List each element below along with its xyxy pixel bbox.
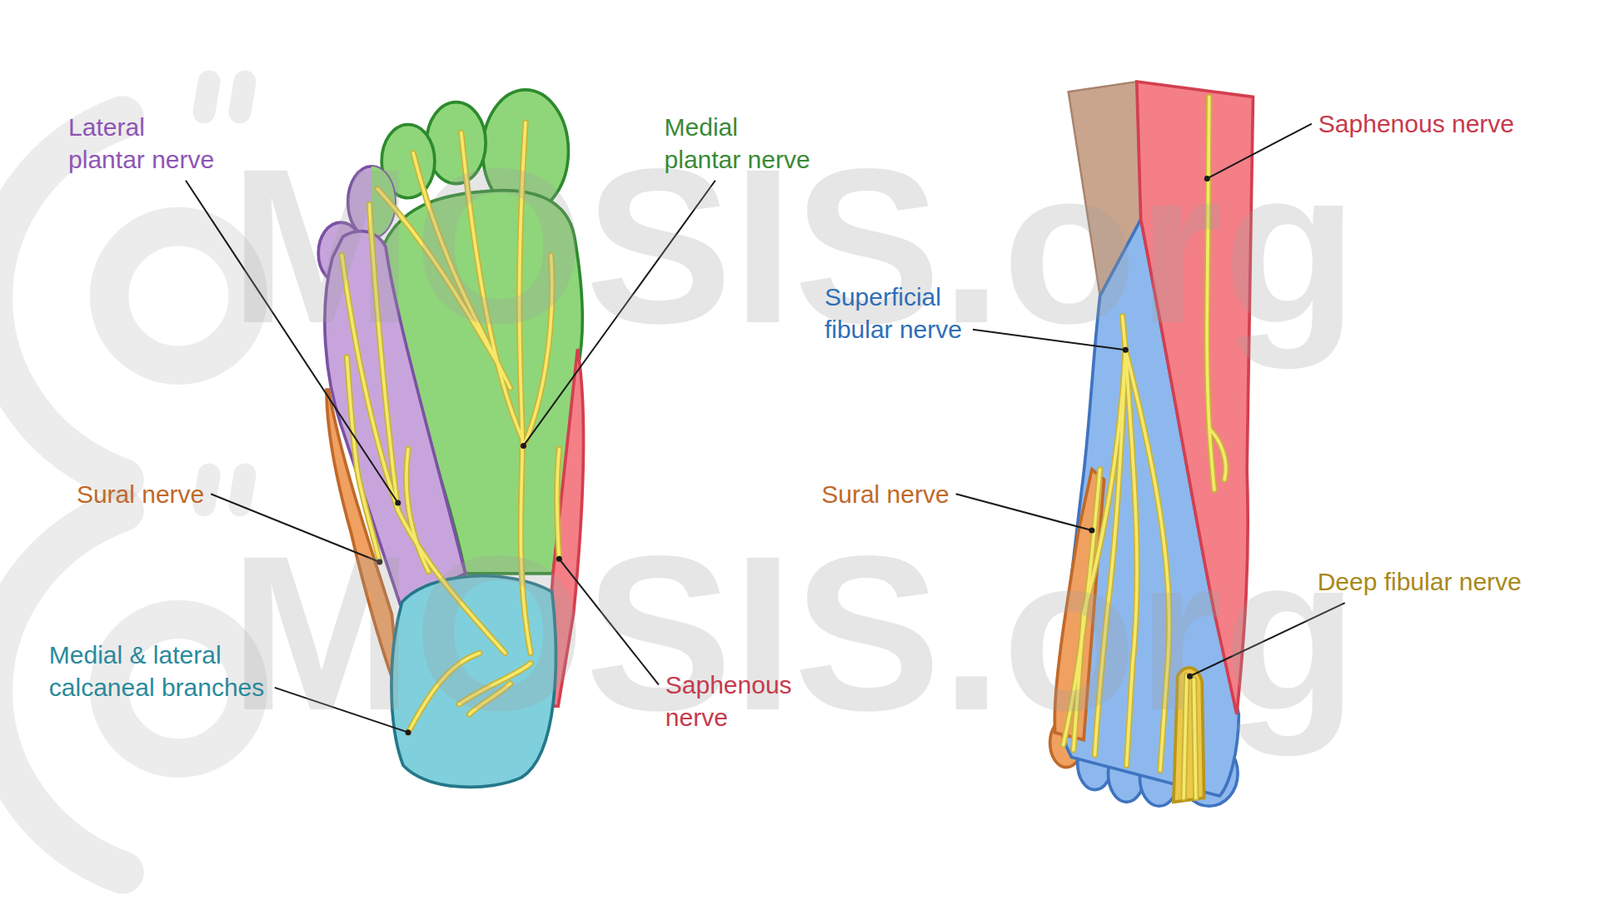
illustration-part xyxy=(204,474,245,506)
nerve-label: Sural nerve xyxy=(76,478,205,511)
illustration-part xyxy=(109,226,249,366)
nerve-label: Lateral plantar nerve xyxy=(68,110,219,176)
watermark-logo xyxy=(0,81,249,873)
nerve-label: Deep fibular nerve xyxy=(1317,565,1522,599)
nerve-label: Sural nerve xyxy=(821,478,949,511)
leader-dot xyxy=(394,499,401,506)
illustration-part xyxy=(347,357,358,470)
watermark: MOSIS.org xyxy=(229,523,1359,744)
nerve-label: Saphenous nerve xyxy=(1318,107,1515,140)
nerve-label: Superficial fibular nerve xyxy=(824,280,967,346)
illustration-part xyxy=(347,357,358,470)
nerve-label: Medial plantar nerve xyxy=(664,110,815,176)
illustration-part xyxy=(204,81,245,113)
leader-dot xyxy=(520,443,527,449)
illustration-part xyxy=(1209,428,1227,480)
nerve-label: Saphenous nerve xyxy=(665,668,796,734)
nerve-label: Medial & lateral calcaneal branches xyxy=(49,638,269,704)
